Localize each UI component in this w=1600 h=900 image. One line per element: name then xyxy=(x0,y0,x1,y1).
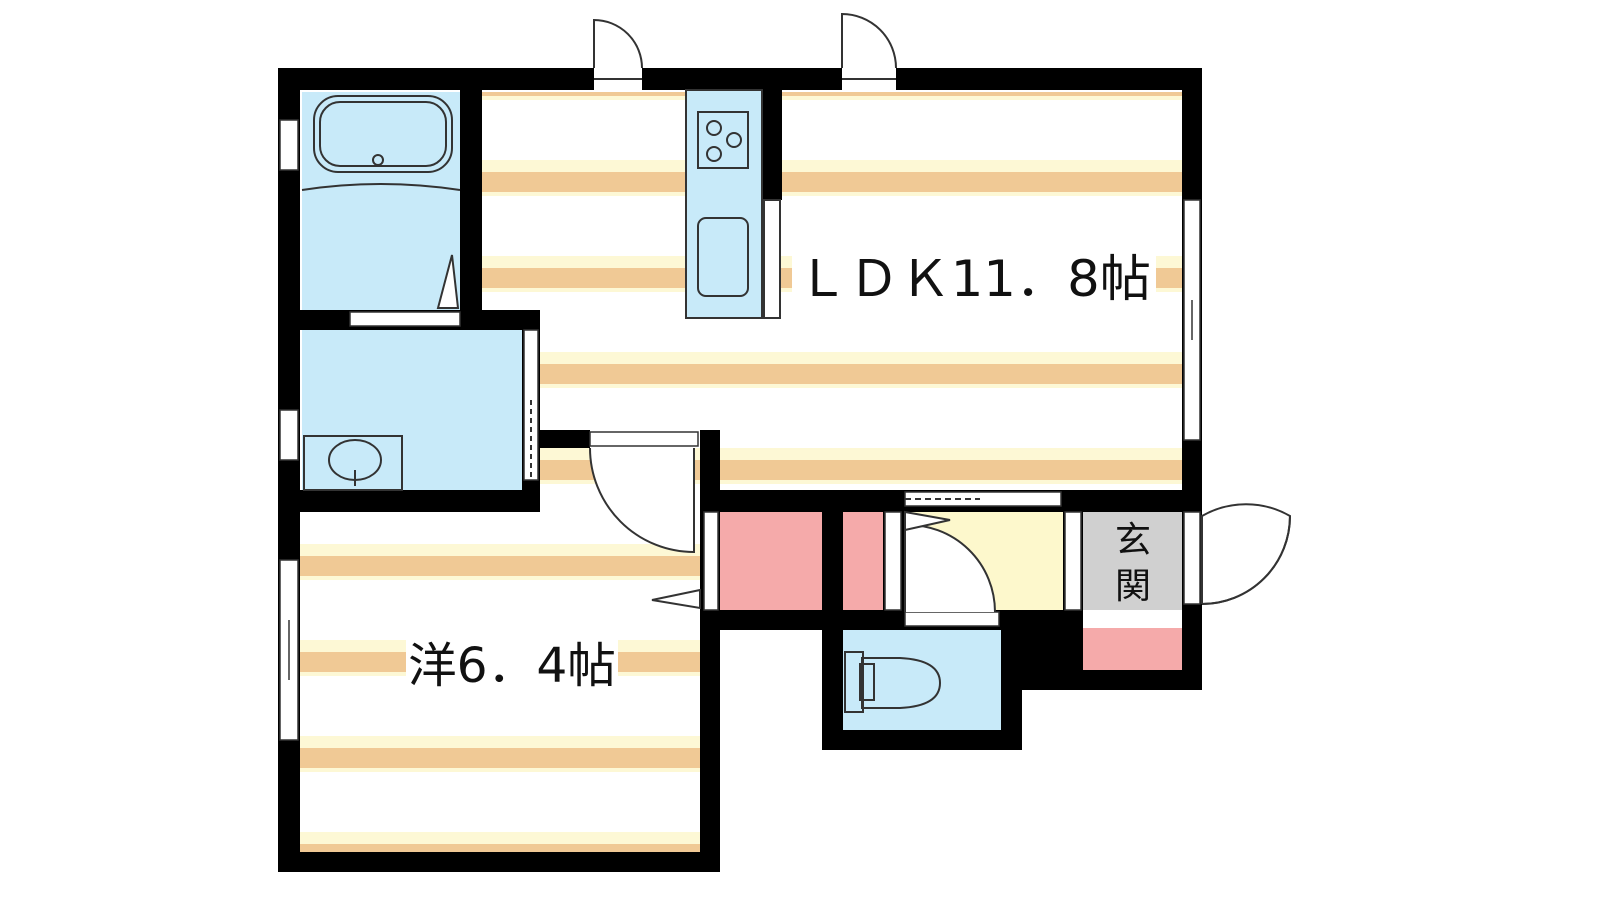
entrance-step xyxy=(1083,610,1183,628)
windows xyxy=(279,119,1201,741)
toilet-icon[interactable] xyxy=(861,657,942,709)
ldk-label: ＬＤＫ11．8帖 xyxy=(797,250,1151,308)
balcony-door-1-icon[interactable] xyxy=(593,18,643,69)
entrance-label-bottom: 関 xyxy=(1115,566,1151,607)
bathroom-folding-door-icon[interactable] xyxy=(436,254,460,309)
bathtub-icon[interactable] xyxy=(301,183,461,191)
closet-door-icon[interactable] xyxy=(651,588,701,610)
sink-icon[interactable] xyxy=(697,217,749,297)
room-labels: ＬＤＫ11．8帖 洋6．4帖 玄 関 xyxy=(406,250,1156,694)
bathtub-basin xyxy=(313,95,453,173)
front-door-icon[interactable] xyxy=(1201,503,1292,605)
storage-closet-1[interactable] xyxy=(720,512,822,610)
toilet-floor[interactable] xyxy=(843,630,1001,730)
stove-icon[interactable] xyxy=(697,111,749,169)
entrance-floor[interactable] xyxy=(1083,512,1183,610)
entrance-label-top: 玄 xyxy=(1115,520,1151,561)
western-room-label: 洋6．4帖 xyxy=(408,638,616,694)
western-door-icon[interactable] xyxy=(589,447,695,554)
washbasin-counter xyxy=(303,435,403,491)
washroom-floor[interactable] xyxy=(302,330,524,490)
interior-doors xyxy=(349,254,1292,627)
top-doors xyxy=(593,12,897,90)
fixtures xyxy=(301,89,942,713)
bathroom-floor[interactable] xyxy=(302,92,460,312)
shoe-storage[interactable] xyxy=(1083,628,1185,670)
bathroom-window xyxy=(279,119,299,171)
balcony-door-2-icon[interactable] xyxy=(841,12,897,69)
storage-closet-2[interactable] xyxy=(843,512,883,610)
washroom-window xyxy=(279,409,299,461)
